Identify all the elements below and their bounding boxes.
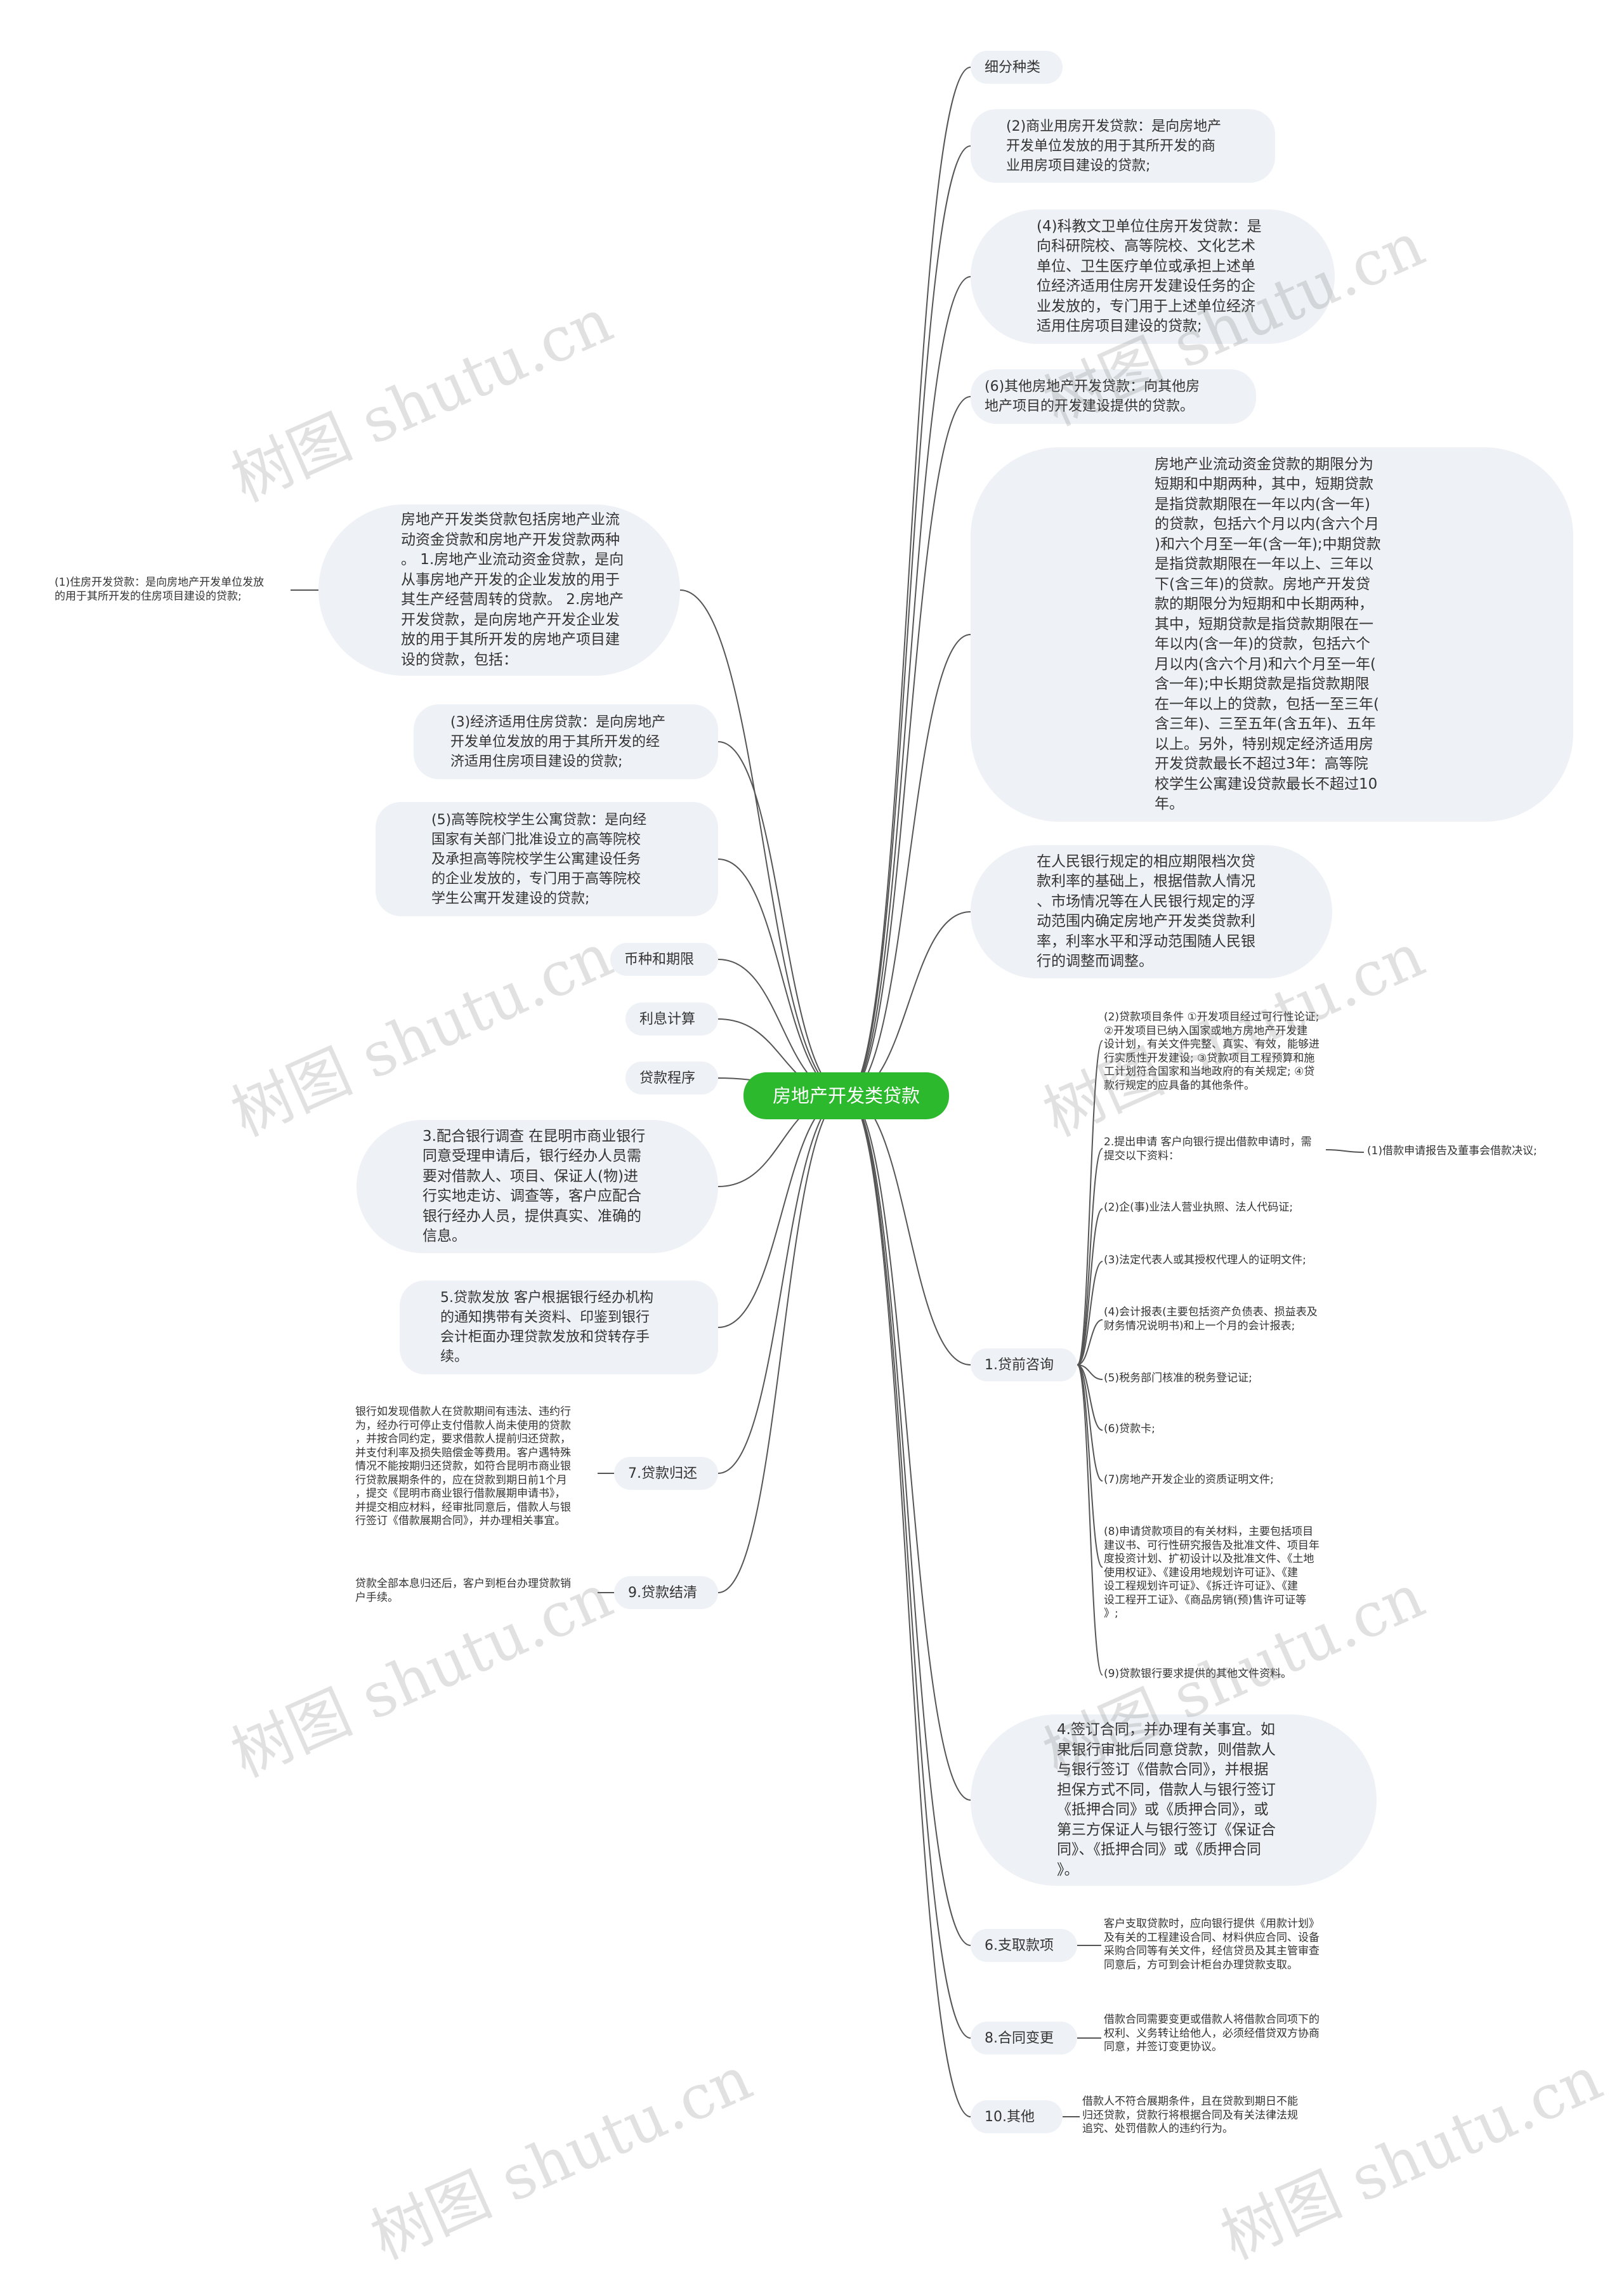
topic-others[interactable]: 10.其他 [971,2100,1063,2133]
link-left-8 [717,1095,847,1474]
topic-loan-term-description[interactable]: 房地产业流动资金贷款的期限分为 短期和中期两种，其中，短期贷款 是指贷款期限在一… [971,447,1573,822]
topic-withdraw-funds[interactable]: 6.支取款项 [971,1929,1077,1962]
topic-loan-settlement[interactable]: 9.贷款结清 [614,1576,718,1609]
link-right-2 [846,276,971,1096]
link-consult-0 [1077,1040,1103,1365]
consult-application-report[interactable]: (1)借款申请报告及董事会借款决议; [1367,1145,1537,1157]
consult-submit-application[interactable]: 2.提出申请 客户向银行提出借款申请时，需 提交以下资料： [1104,1136,1312,1162]
link-right-6 [846,1095,971,1365]
consult-legal-representative[interactable]: (3)法定代表人或其授权代理人的证明文件; [1104,1254,1306,1266]
consult-tax-registration[interactable]: (5)税务部门核准的税务登记证; [1104,1372,1252,1385]
root-topic[interactable]: 房地产开发类贷款 [743,1072,949,1119]
topic-subtypes[interactable]: 细分种类 [971,51,1063,84]
topic-loan-disbursement[interactable]: 5.贷款发放 客户根据银行经办机构 的通知携带有关资料、印鉴到银行 会计柜面办理… [400,1280,718,1374]
consult-project-conditions[interactable]: (2)贷款项目条件 ①开发项目经过可行性论证; ②开发项目已纳入国家或地方房地产… [1104,1011,1320,1092]
consult-business-license[interactable]: (2)企(事)业法人营业执照、法人代码证; [1104,1201,1293,1214]
link-consult-3 [1077,1261,1103,1365]
link-consult-1 [1077,1148,1103,1365]
consult-qualification[interactable]: (7)房地产开发企业的资质证明文件; [1104,1473,1274,1486]
note-loan-repayment[interactable]: 银行如发现借款人在贷款期间有违法、违约行 为，经办行可停止支付借款人尚未使用的贷… [355,1405,571,1527]
topic-interest-rate-description[interactable]: 在人民银行规定的相应期限档次贷 款利率的基础上，根据借款人情况 、市场情况等在人… [971,845,1332,978]
link-consult-9 [1077,1364,1103,1676]
link-right-4 [846,634,971,1096]
link-left-0 [679,589,847,1096]
topic-student-apartment-loan[interactable]: (5)高等院校学生公寓贷款：是向经 国家有关部门批准设立的高等院校 及承担高等院… [376,802,718,916]
link-consult-2 [1077,1208,1103,1365]
topic-pre-loan-consultation[interactable]: 1.贷前咨询 [971,1348,1077,1381]
topic-sign-contract[interactable]: 4.签订合同，并办理有关事宜。如 果银行审批后同意贷款，则借款人 与银行签订《借… [971,1714,1377,1886]
note-contract-change[interactable]: 借款合同需要变更或借款人将借款合同项下的 权利、义务转让给他人，必须经借贷双方协… [1104,2013,1320,2053]
link-right-9 [846,1095,971,2039]
topic-education-health-housing-loan[interactable]: (4)科教文卫单位住房开发贷款：是 向科研院校、高等院校、文化艺术 单位、卫生医… [971,209,1335,344]
link-left-9 [717,1095,847,1593]
link-consult-6 [1077,1364,1103,1431]
link-consult-4 [1077,1319,1103,1365]
link-left-1 [717,741,847,1096]
link-right-1 [846,145,971,1096]
link-left-7 [717,1095,847,1328]
topic-contract-change[interactable]: 8.合同变更 [971,2022,1077,2055]
consult-loan-card[interactable]: (6)贷款卡; [1104,1423,1155,1435]
link-right-0 [846,67,971,1096]
link-left-2 [717,858,847,1096]
topic-cooperate-bank-survey[interactable]: 3.配合银行调查 在昆明市商业银行 同意受理申请后，银行经办人员需 要对借款人、… [357,1120,718,1253]
link-right-8 [846,1095,971,1946]
note-housing-development-loan[interactable]: (1)住房开发贷款：是向房地产开发单位发放 的用于其所开发的住房项目建设的贷款; [55,576,265,603]
topic-commercial-housing-loan[interactable]: (2)商业用房开发贷款：是向房地产 开发单位发放的用于其所开发的商 业用房项目建… [971,109,1275,183]
topic-affordable-housing-loan[interactable]: (3)经济适用住房贷款：是向房地产 开发单位发放的用于其所开发的经 济适用住房项… [414,704,718,779]
link-consult-7 [1077,1364,1103,1482]
link-consult-8 [1077,1364,1103,1568]
topic-currency-and-term[interactable]: 币种和期限 [610,943,718,976]
note-others[interactable]: 借款人不符合展期条件，且在贷款到期日不能 归还贷款，贷款行将根据合同及有关法律法… [1082,2095,1298,2135]
topic-loan-repayment[interactable]: 7.贷款归还 [614,1457,718,1490]
consult-financial-statements[interactable]: (4)会计报表(主要包括资产负债表、损益表及 财务情况说明书)和上一个月的会计报… [1104,1306,1318,1332]
consult-project-materials[interactable]: (8)申请贷款项目的有关材料，主要包括项目 建议书、可行性研究报告及批准文件、项… [1104,1525,1320,1620]
consult-other-documents[interactable]: (9)贷款银行要求提供的其他文件资料。 [1104,1668,1292,1680]
topic-loan-procedure[interactable]: 贷款程序 [625,1062,718,1095]
link-right-7 [846,1095,971,1801]
note-withdraw-funds[interactable]: 客户支取贷款时，应向银行提供《用款计划》 及有关的工程建设合同、材料供应合同、设… [1104,1917,1320,1971]
topic-other-realestate-loan[interactable]: (6)其他房地产开发贷款：向其他房 地产项目的开发建设提供的贷款。 [971,369,1256,424]
topic-interest-calculation[interactable]: 利息计算 [625,1003,718,1036]
link-consult-sub [1325,1149,1365,1153]
link-right-10 [846,1095,971,2117]
link-right-3 [846,396,971,1096]
note-loan-settlement[interactable]: 贷款全部本息归还后，客户到柜台办理贷款销 户手续。 [355,1577,571,1604]
topic-loan-overview[interactable]: 房地产开发类贷款包括房地产业流 动资金贷款和房地产开发贷款两种 。 1.房地产业… [318,504,680,676]
